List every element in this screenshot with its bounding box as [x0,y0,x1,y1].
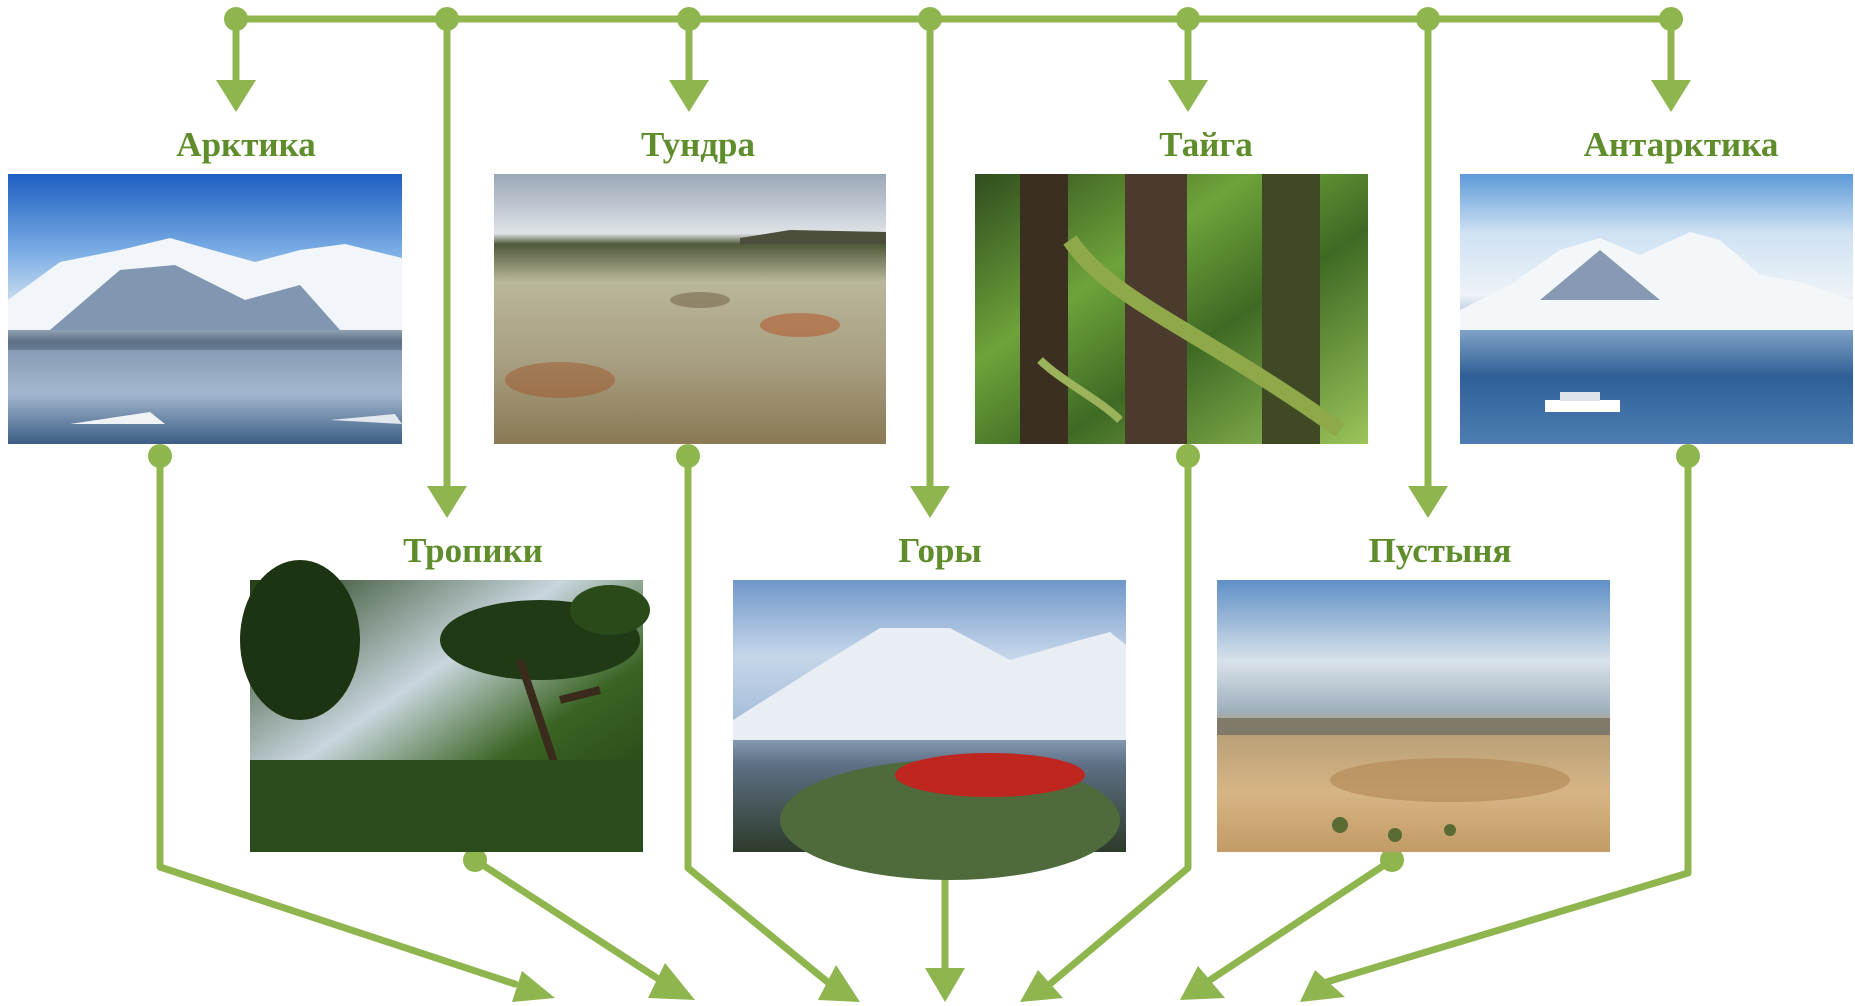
dot-bottom-tundra [676,444,700,468]
arrowhead-bottom-3 [818,965,860,1002]
photo-mountains [733,580,1126,880]
zone-label-arctic: Арктика [176,125,315,164]
arrowhead-bottom-7 [1300,970,1345,1002]
photo-antarctic [1460,174,1853,444]
arrowhead-bottom-4 [925,968,965,1002]
dot-bottom-tropics [463,848,487,872]
zone-label-tundra: Тундра [641,125,755,164]
dot-top-tropics [435,7,459,31]
arrowhead-taiga [1168,80,1208,112]
photo-arctic [8,174,402,444]
dot-top-mountains [918,7,942,31]
photo-tundra [494,174,886,444]
dot-bottom-taiga [1176,444,1200,468]
zone-label-desert: Пустыня [1369,531,1512,570]
arrowheads [216,80,1691,1002]
zone-label-tropics: Тропики [403,531,543,570]
dot-top-taiga [1176,7,1200,31]
zone-labels: Арктика Тропики Тундра Горы Тайга Пустын… [176,125,1778,570]
dot-bottom-desert [1380,848,1404,872]
zone-label-antarctic: Антарктика [1584,125,1779,164]
link-desert-to-bottom [1206,856,1396,984]
arrowhead-tropics [427,486,467,518]
link-taiga-to-bottom [1046,452,1192,988]
arrowhead-tundra [669,80,709,112]
link-antarctic-to-bottom [1316,452,1692,988]
zone-label-mountains: Горы [898,531,981,570]
photo-desert [1217,580,1610,852]
link-tropics-to-bottom [471,856,664,984]
link-arctic-to-bottom [156,452,519,988]
arrowhead-mountains [910,486,950,518]
dot-top-tundra [677,7,701,31]
arrowhead-bottom-6 [1180,966,1225,1000]
dot-top-arctic [224,7,248,31]
photo-taiga [975,174,1368,444]
arrowhead-antarctic [1651,80,1691,112]
dot-bottom-antarctic [1676,444,1700,468]
arrowhead-bottom-5 [1020,970,1063,1002]
arrowhead-desert [1408,486,1448,518]
dot-top-antarctic [1659,7,1683,31]
arrowhead-bottom-1 [512,971,555,1002]
link-tundra-to-bottom [684,452,834,988]
dot-bottom-arctic [148,444,172,468]
arrowhead-bottom-2 [648,963,695,1000]
zone-label-taiga: Тайга [1159,125,1253,164]
photo-tropics [240,560,650,852]
dot-top-desert [1416,7,1440,31]
arrowhead-arctic [216,80,256,112]
